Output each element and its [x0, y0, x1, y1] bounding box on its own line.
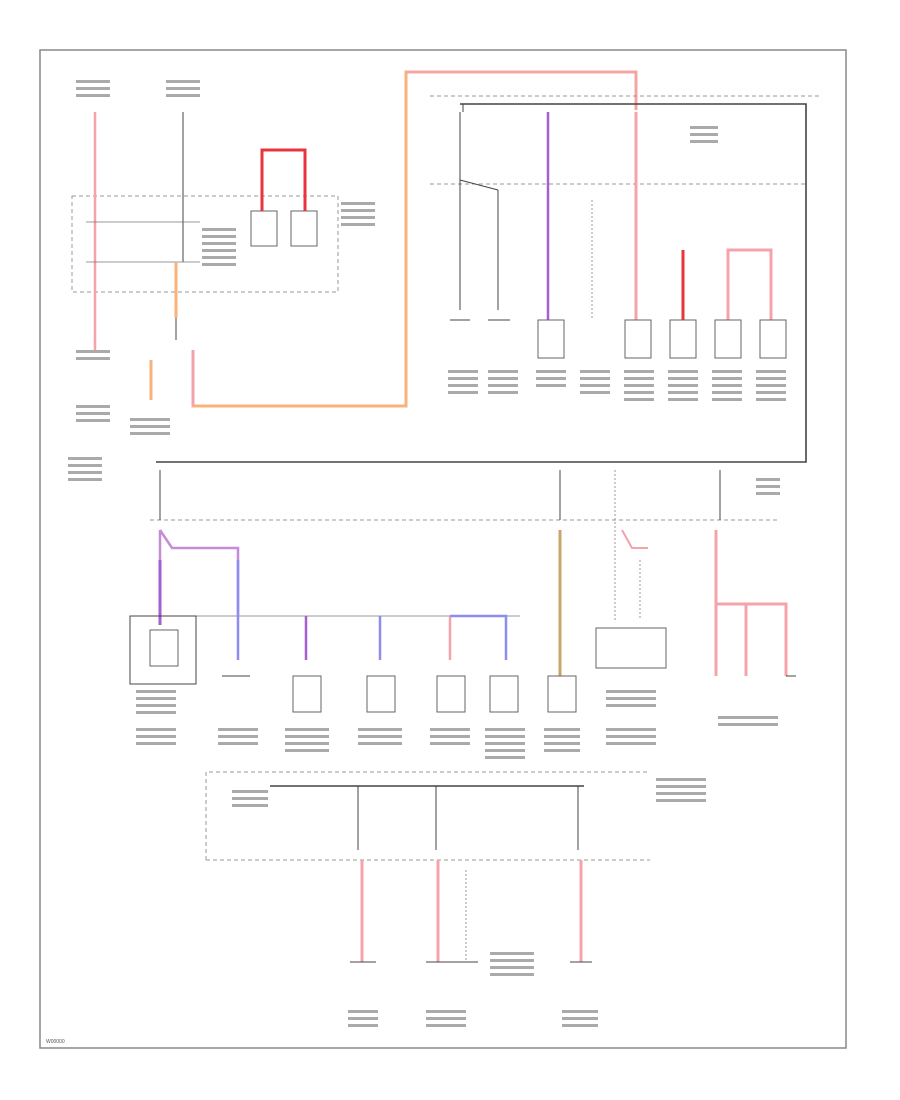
middle-fuse-block	[129, 470, 796, 759]
wire-relay-bridge	[260, 148, 307, 211]
wire-red-bend	[621, 529, 648, 549]
relay-box-2	[290, 210, 318, 247]
wire-violet-main	[158, 529, 240, 616]
wire-blue-5	[450, 614, 508, 660]
diagram-border	[39, 49, 847, 1049]
relay-box-1	[250, 210, 278, 247]
footer-code: W00000	[46, 1039, 65, 1045]
bus-bar-top	[156, 103, 807, 463]
top-right-fuse-block	[156, 95, 820, 463]
wire-fuse-gh	[726, 248, 773, 320]
relay-box	[71, 195, 339, 293]
bottom-fuse-block	[205, 771, 706, 1027]
top-left-relay-block	[68, 70, 638, 481]
